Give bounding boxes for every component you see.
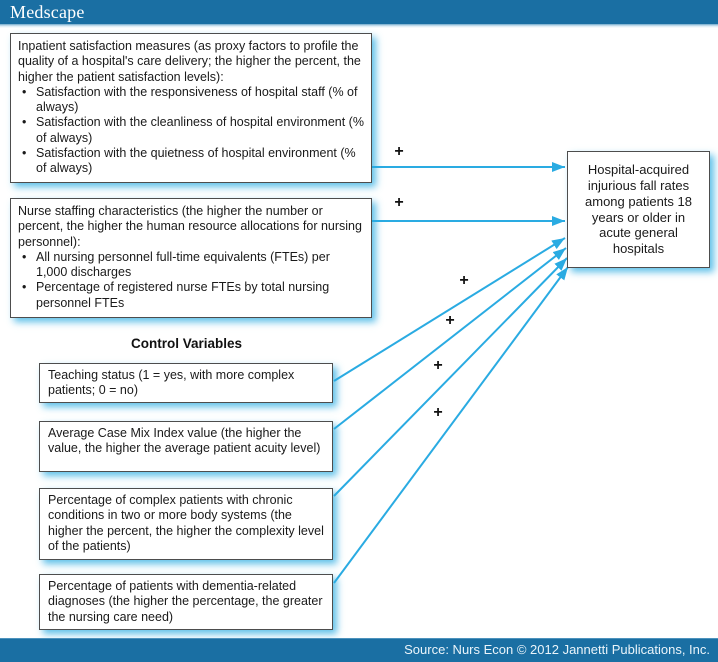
list-item: Percentage of registered nurse FTEs by t…	[18, 280, 364, 311]
list-item: Satisfaction with the cleanliness of hos…	[18, 115, 364, 146]
control-box-dementia-diagnoses: Percentage of patients with dementia-rel…	[39, 574, 333, 630]
plus-label-casemix: +	[445, 312, 455, 329]
plus-label-staffing: +	[394, 194, 404, 211]
plus-label-complex: +	[433, 357, 443, 374]
control-box-complex-patients: Percentage of complex patients with chro…	[39, 488, 333, 560]
inpatient-satisfaction-intro: Inpatient satisfaction measures (as prox…	[18, 39, 361, 84]
outcome-box-fall-rates: Hospital-acquired injurious fall rates a…	[567, 151, 710, 268]
list-item: Satisfaction with the quietness of hospi…	[18, 146, 364, 177]
predictor-box-nurse-staffing: Nurse staffing characteristics (the high…	[10, 198, 372, 318]
plus-label-dementia: +	[433, 404, 443, 421]
source-footer-bar: Source: Nurs Econ © 2012 Jannetti Public…	[0, 638, 718, 662]
nurse-staffing-intro: Nurse staffing characteristics (the high…	[18, 204, 362, 249]
medscape-header-bar: Medscape	[0, 0, 718, 28]
medscape-logo: Medscape	[10, 2, 85, 22]
list-item: Satisfaction with the responsiveness of …	[18, 85, 364, 116]
control-box-case-mix-index: Average Case Mix Index value (the higher…	[39, 421, 333, 472]
plus-label-teaching: +	[459, 272, 469, 289]
list-item: All nursing personnel full-time equivale…	[18, 250, 364, 281]
source-text: Source: Nurs Econ © 2012 Jannetti Public…	[404, 642, 710, 657]
plus-label-inpatient: +	[394, 143, 404, 160]
predictor-box-inpatient-satisfaction: Inpatient satisfaction measures (as prox…	[10, 33, 372, 183]
control-variables-heading: Control Variables	[130, 336, 243, 351]
control-box-teaching-status: Teaching status (1 = yes, with more comp…	[39, 363, 333, 403]
